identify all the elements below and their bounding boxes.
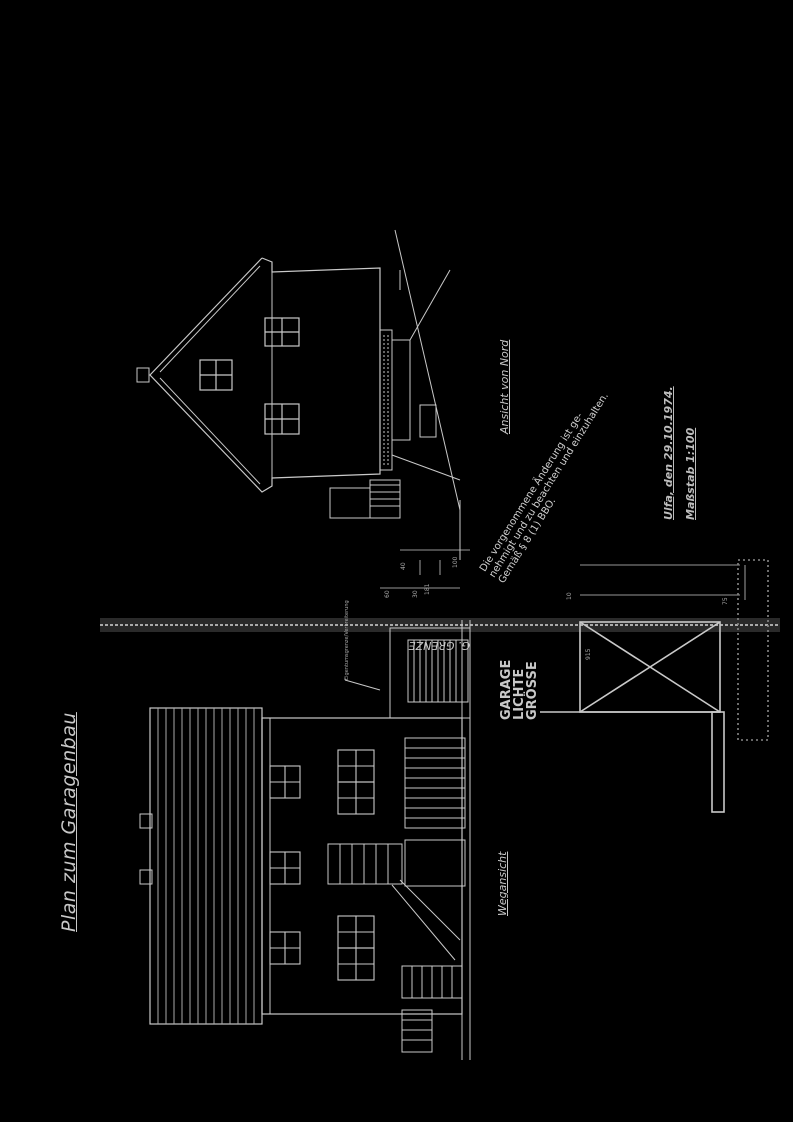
west-window <box>269 931 301 965</box>
west-elevation <box>139 620 471 1060</box>
dimension-label: 10 <box>566 592 573 600</box>
dimension-label: 915 <box>585 648 592 660</box>
west-window <box>269 851 301 885</box>
property-boundary <box>100 618 780 632</box>
north-chimney <box>136 367 150 383</box>
drawing-title: Plan zum Garagenbau <box>58 712 80 932</box>
view-label-north: Ansicht von Nord <box>498 339 511 434</box>
stamp-scale: Maßstab 1:100 <box>684 427 697 520</box>
west-window <box>337 947 375 981</box>
west-window <box>337 781 375 815</box>
dimension-label: 60 <box>384 590 391 598</box>
north-window <box>264 317 300 347</box>
garage-label: GARAGE LICHTE GRÖSSE <box>499 660 540 720</box>
west-window <box>269 765 301 799</box>
view-label-west: Wegansicht <box>496 851 509 916</box>
north-roof-outline <box>149 257 381 493</box>
west-window <box>337 749 375 783</box>
stamp-date: Ulfa, den 29.10.1974. <box>662 386 675 520</box>
north-elevation <box>136 229 461 560</box>
boundary-label: G. GRENZE <box>408 639 470 652</box>
north-window <box>199 359 233 391</box>
dimension-label: 181 <box>424 583 431 595</box>
garage-plan <box>540 559 769 813</box>
approval-stamp: Ulfa, den 29.10.1974. Maßstab 1:100 <box>658 386 702 520</box>
dimension-label: 100 <box>452 556 459 568</box>
easement-label: Eigentumsgrenze/Verbreiterung <box>344 600 350 680</box>
west-window <box>337 915 375 949</box>
dimension-label: 40 <box>400 562 407 570</box>
dimension-label: 75 <box>722 597 729 605</box>
dimension-label: 30 <box>412 590 419 598</box>
dimension-lines <box>380 549 746 600</box>
north-window <box>264 403 300 435</box>
garage-label-line: GRÖSSE <box>525 661 540 720</box>
